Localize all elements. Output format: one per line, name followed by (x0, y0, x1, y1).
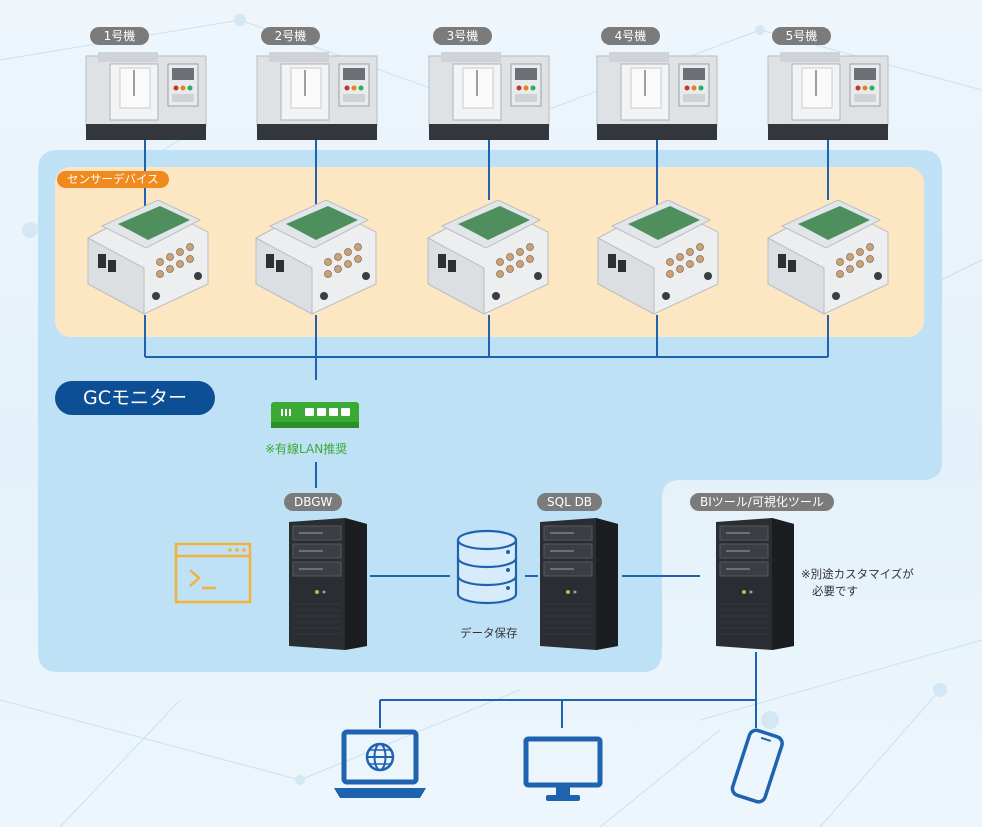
cnc-machine-3 (427, 50, 551, 142)
machine-label-4: 4号機 (601, 27, 660, 45)
sqldb-server (534, 512, 624, 652)
machine-label-3: 3号機 (433, 27, 492, 45)
gc-monitor-badge: GCモニター (55, 381, 215, 415)
wired-lan-note: ※有線LAN推奨 (265, 442, 348, 456)
sensor-device-2 (248, 198, 383, 316)
lan-hub-icon (271, 402, 359, 428)
sqldb-label: SQL DB (537, 493, 603, 511)
bi-tool-server (710, 512, 800, 652)
cnc-machine-1 (84, 50, 208, 142)
customization-note-line2: 必要です (812, 584, 858, 598)
desktop-monitor-icon (523, 736, 603, 801)
machine-label-2: 2号機 (261, 27, 320, 45)
cnc-machine-4 (595, 50, 719, 142)
sensor-device-1 (80, 198, 215, 316)
cnc-machine-5 (766, 50, 890, 142)
sensor-device-5 (760, 198, 895, 316)
dbgw-server (283, 512, 373, 652)
data-storage-note: データ保存 (460, 626, 518, 640)
machine-label-5: 5号機 (772, 27, 831, 45)
sensor-device-label: センサーデバイス (57, 171, 169, 188)
terminal-window-icon (174, 542, 252, 604)
bi-tool-label: BIツール/可視化ツール (690, 493, 834, 511)
cnc-machine-2 (255, 50, 379, 142)
machine-label-1: 1号機 (90, 27, 149, 45)
customization-note-line1: ※別途カスタマイズが (801, 567, 914, 581)
sensor-device-4 (590, 198, 725, 316)
smartphone-icon (730, 728, 784, 804)
laptop-globe-icon (334, 729, 426, 798)
database-icon (456, 529, 518, 605)
sensor-device-3 (420, 198, 555, 316)
dbgw-label: DBGW (284, 493, 343, 511)
